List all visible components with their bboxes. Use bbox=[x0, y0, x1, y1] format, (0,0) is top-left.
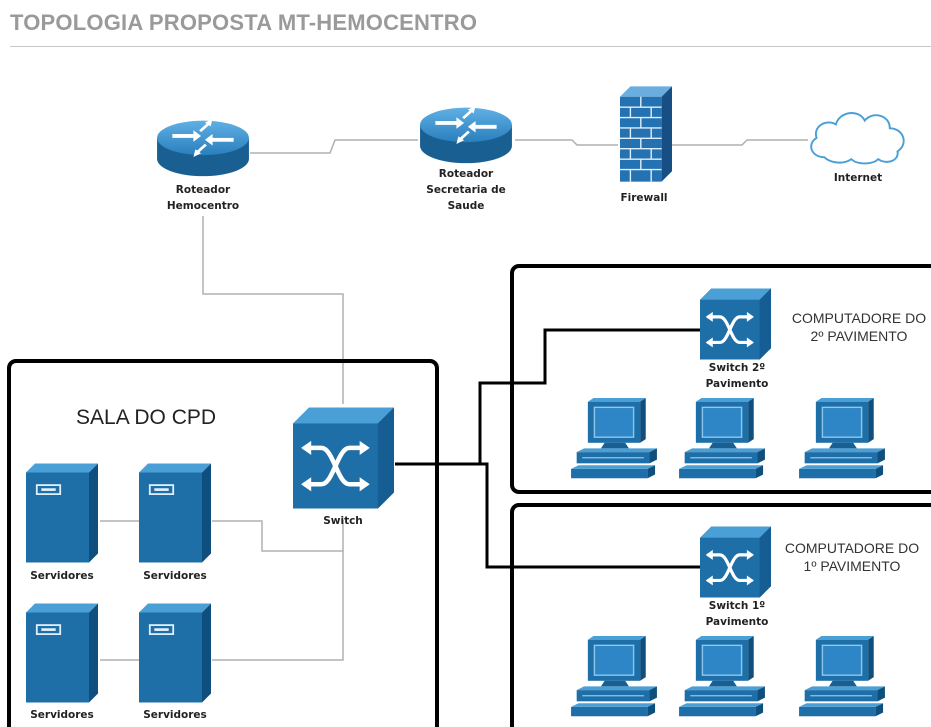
server-2[interactable]: Servidores bbox=[139, 463, 211, 583]
room-floor1-box bbox=[510, 503, 931, 727]
switch-floor1-label-2: Pavimento bbox=[706, 616, 769, 628]
server-icon bbox=[26, 463, 98, 563]
link-router-firewall bbox=[515, 139, 618, 146]
server-4[interactable]: Servidores bbox=[139, 603, 211, 722]
switch-floor1-label-1: Switch 1º bbox=[709, 600, 766, 612]
router-hemocentro-label-1: Roteador bbox=[176, 184, 231, 196]
switch-icon bbox=[700, 288, 771, 360]
title-divider bbox=[10, 46, 931, 47]
switch-floor2-label-1: Switch 2º bbox=[709, 362, 766, 374]
server-icon bbox=[139, 603, 211, 703]
room-cpd-label: SALA DO CPD bbox=[76, 406, 216, 429]
router-icon bbox=[157, 118, 249, 177]
link-server4-switch bbox=[212, 551, 344, 661]
server-1[interactable]: Servidores bbox=[26, 463, 98, 583]
link-server2-switch bbox=[212, 520, 344, 552]
room-floor1-label-2: 1º PAVIMENTO bbox=[804, 558, 901, 574]
switch-floor2-label-2: Pavimento bbox=[706, 378, 769, 390]
firewall-icon bbox=[620, 86, 672, 182]
link-firewall-internet bbox=[670, 139, 808, 146]
cloud-icon bbox=[810, 112, 905, 165]
firewall-node[interactable]: Firewall bbox=[620, 86, 672, 204]
computer-icon[interactable] bbox=[678, 636, 766, 717]
computer-icon[interactable] bbox=[570, 636, 658, 717]
internet-node[interactable]: Internet bbox=[810, 112, 905, 184]
switch-icon bbox=[700, 526, 771, 598]
server-2-label: Servidores bbox=[143, 570, 207, 582]
room-cpd-box bbox=[7, 359, 439, 727]
router-hemocentro-label-2: Hemocentro bbox=[167, 200, 239, 212]
computer-icon[interactable] bbox=[570, 398, 658, 479]
switch-main[interactable]: Switch bbox=[293, 408, 394, 528]
switch-floor2[interactable]: Switch 2º Pavimento bbox=[700, 288, 771, 391]
server-icon bbox=[139, 463, 211, 563]
link-switch-floor1 bbox=[480, 462, 700, 569]
switch-icon bbox=[293, 408, 394, 509]
firewall-label: Firewall bbox=[620, 192, 667, 204]
room-floor2-label-2: 2º PAVIMENTO bbox=[811, 328, 908, 344]
switch-main-label: Switch bbox=[323, 515, 363, 527]
router-secretaria-label-1: Roteador bbox=[439, 168, 494, 180]
server-4-label: Servidores bbox=[143, 709, 207, 721]
computer-icon[interactable] bbox=[798, 636, 886, 717]
diagram-title: TOPOLOGIA PROPOSTA MT-HEMOCENTRO bbox=[10, 10, 478, 35]
router-secretaria-label-3: Saude bbox=[448, 200, 485, 212]
switch-floor1[interactable]: Switch 1º Pavimento bbox=[700, 526, 771, 629]
server-3[interactable]: Servidores bbox=[26, 603, 98, 722]
link-hemocentro-switch bbox=[202, 216, 344, 404]
internet-label: Internet bbox=[834, 172, 882, 184]
link-switch-floor2 bbox=[395, 328, 700, 466]
link-router-router bbox=[250, 139, 418, 154]
router-secretaria[interactable]: Roteador Secretaria de Saude bbox=[420, 105, 512, 212]
router-icon bbox=[420, 105, 512, 164]
server-icon bbox=[26, 603, 98, 703]
router-hemocentro[interactable]: Roteador Hemocentro bbox=[157, 118, 249, 212]
room-floor1-label-1: COMPUTADORE DO bbox=[785, 540, 919, 556]
computer-icon[interactable] bbox=[678, 398, 766, 479]
server-1-label: Servidores bbox=[30, 570, 94, 582]
room-floor2-label-1: COMPUTADORE DO bbox=[792, 310, 926, 326]
router-secretaria-label-2: Secretaria de bbox=[426, 184, 505, 196]
server-3-label: Servidores bbox=[30, 709, 94, 721]
computer-icon[interactable] bbox=[798, 398, 886, 479]
room-floor2-box bbox=[510, 264, 931, 494]
